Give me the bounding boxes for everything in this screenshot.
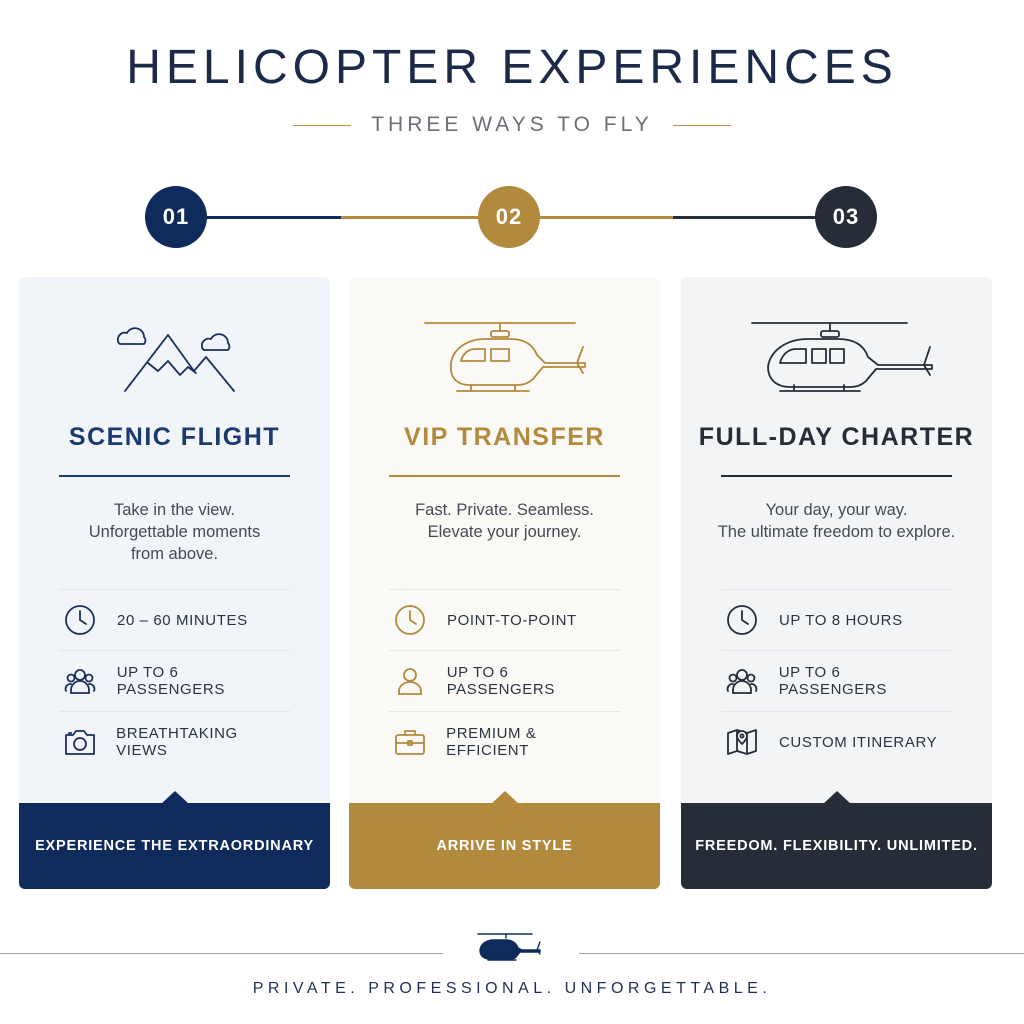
feature-label: CUSTOM ITINERARY [779,733,938,751]
page-subtitle: THREE WAYS TO FLY [371,113,653,136]
card-banner: ARRIVE IN STYLE [349,791,660,889]
description-line: from above. [130,545,219,563]
banner-notch [822,791,851,804]
card-title: VIP TRANSFER [404,423,605,451]
feature-list: POINT-TO-POINT UP TO 6 PASSENGERS PREMIU… [389,589,620,772]
banner-label: EXPERIENCE THE EXTRAORDINARY [35,838,314,854]
feature-label: 20 – 60 MINUTES [117,611,248,629]
banner-label: ARRIVE IN STYLE [436,838,573,854]
feature-item: UP TO 6 PASSENGERS [389,650,620,711]
feature-item: POINT-TO-POINT [389,589,620,650]
helicopter-icon [681,317,992,407]
description-line: Unforgettable moments [88,523,261,541]
feature-list: UP TO 8 HOURS UP TO 6 PASSENGERS CUSTOM … [721,589,952,772]
clock-icon [61,601,99,639]
card-description: Fast. Private. Seamless. Elevate your jo… [369,499,640,543]
subtitle-rule-right [672,124,731,126]
feature-item: UP TO 6 PASSENGERS [721,650,952,711]
description-line: Fast. Private. Seamless. [415,501,594,519]
subtitle-rule-left [293,124,352,126]
description-line: Elevate your journey. [427,523,582,541]
timeline-segment-3 [673,216,816,219]
feature-list: 20 – 60 MINUTES UP TO 6 PASSENGERS BREAT… [59,589,290,772]
feature-label: POINT-TO-POINT [447,611,577,629]
feature-label: UP TO 6 PASSENGERS [446,664,555,698]
feature-label: UP TO 6 PASSENGERS [116,664,225,698]
banner-notch [490,791,519,804]
card-description: Your day, your way. The ultimate freedom… [701,499,972,543]
card-scenic-flight[interactable]: SCENIC FLIGHT Take in the view. Unforget… [19,277,330,889]
feature-item: PREMIUM & EFFICIENT [389,711,620,772]
card-vip-transfer[interactable]: VIP TRANSFER Fast. Private. Seamless. El… [349,277,660,889]
card-full-day-charter[interactable]: FULL-DAY CHARTER Your day, your way. The… [681,277,992,889]
feature-label: UP TO 8 HOURS [779,611,903,629]
map-pin-icon [723,723,761,761]
feature-item: UP TO 8 HOURS [721,589,952,650]
feature-label: UP TO 6 PASSENGERS [778,664,887,698]
passengers-icon [61,662,99,700]
step-timeline: 01 02 03 [0,186,1024,248]
passengers-icon [723,662,761,700]
step-2-badge: 02 [478,186,540,248]
banner-label: FREEDOM. FLEXIBILITY. UNLIMITED. [695,838,978,854]
card-title-rule [721,475,952,477]
helicopter-icon [472,930,544,964]
briefcase-icon [391,723,428,761]
card-banner: FREEDOM. FLEXIBILITY. UNLIMITED. [681,791,992,889]
clock-icon [723,601,761,639]
helicopter-icon [349,317,660,407]
card-title-rule [59,475,290,477]
feature-label: BREATHTAKING VIEWS [116,725,238,759]
footer-tagline: PRIVATE. PROFESSIONAL. UNFORGETTABLE. [252,980,772,997]
step-3-badge: 03 [815,186,877,248]
footer-rule-left [0,953,443,954]
step-1-badge: 01 [145,186,207,248]
page-title: HELICOPTER EXPERIENCES [126,41,898,94]
timeline-segment-1 [206,216,341,219]
person-icon [391,662,429,700]
footer-rule-right [579,953,1024,954]
card-title: SCENIC FLIGHT [68,423,281,451]
card-banner: EXPERIENCE THE EXTRAORDINARY [19,791,330,889]
feature-label: PREMIUM & EFFICIENT [446,725,537,759]
camera-icon [61,723,98,761]
feature-item: UP TO 6 PASSENGERS [59,650,290,711]
card-title-rule [389,475,620,477]
description-line: Take in the view. [113,501,236,519]
card-title: FULL-DAY CHARTER [698,423,975,451]
feature-item: BREATHTAKING VIEWS [59,711,290,772]
subtitle-row: THREE WAYS TO FLY [0,112,1024,138]
mountains-clouds-icon [19,317,330,407]
description-line: Your day, your way. [765,501,908,519]
clock-icon [391,601,429,639]
feature-item: CUSTOM ITINERARY [721,711,952,772]
description-line: The ultimate freedom to explore. [717,523,956,541]
feature-item: 20 – 60 MINUTES [59,589,290,650]
banner-notch [160,791,189,804]
card-description: Take in the view. Unforgettable moments … [39,499,310,565]
